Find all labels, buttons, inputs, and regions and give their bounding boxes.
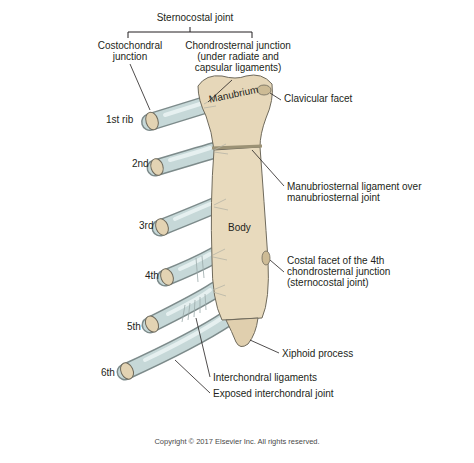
rib-number: 5th [127,321,149,332]
rib-number: 3rd [139,220,161,231]
part-label: Exposed interchondral joint [213,388,373,399]
sternum [198,75,272,347]
costal-facet [262,251,270,265]
part-label: Costochondral junction [90,40,170,62]
part-label: Chondrosternal junction (under radiate a… [178,40,298,73]
part-label: Manubriosternal ligament over manubriost… [287,181,437,203]
rib-bone [118,111,176,382]
interchondral-ligament [182,256,206,322]
rib-number: 2nd [132,158,154,169]
part-label: Costal facet of the 4th chondrosternal j… [287,255,417,288]
part-label: Xiphoid process [282,348,382,359]
bone-label: Body [228,222,258,233]
part-label: Interchondral ligaments [213,372,353,383]
leader-line [130,64,284,393]
rib-number: 6th [101,367,123,378]
copyright-note: Copyright © 2017 Elsevier Inc. All right… [137,437,337,447]
bone-label: Manubrium [208,82,265,104]
radiate-ligament [204,98,228,296]
bracket-label: Sternocostal joint [140,12,250,23]
rib-number: 1st rib [106,114,148,125]
part-label: Clavicular facet [284,93,374,104]
bracket [128,27,252,38]
rib-number: 4th [145,270,167,281]
